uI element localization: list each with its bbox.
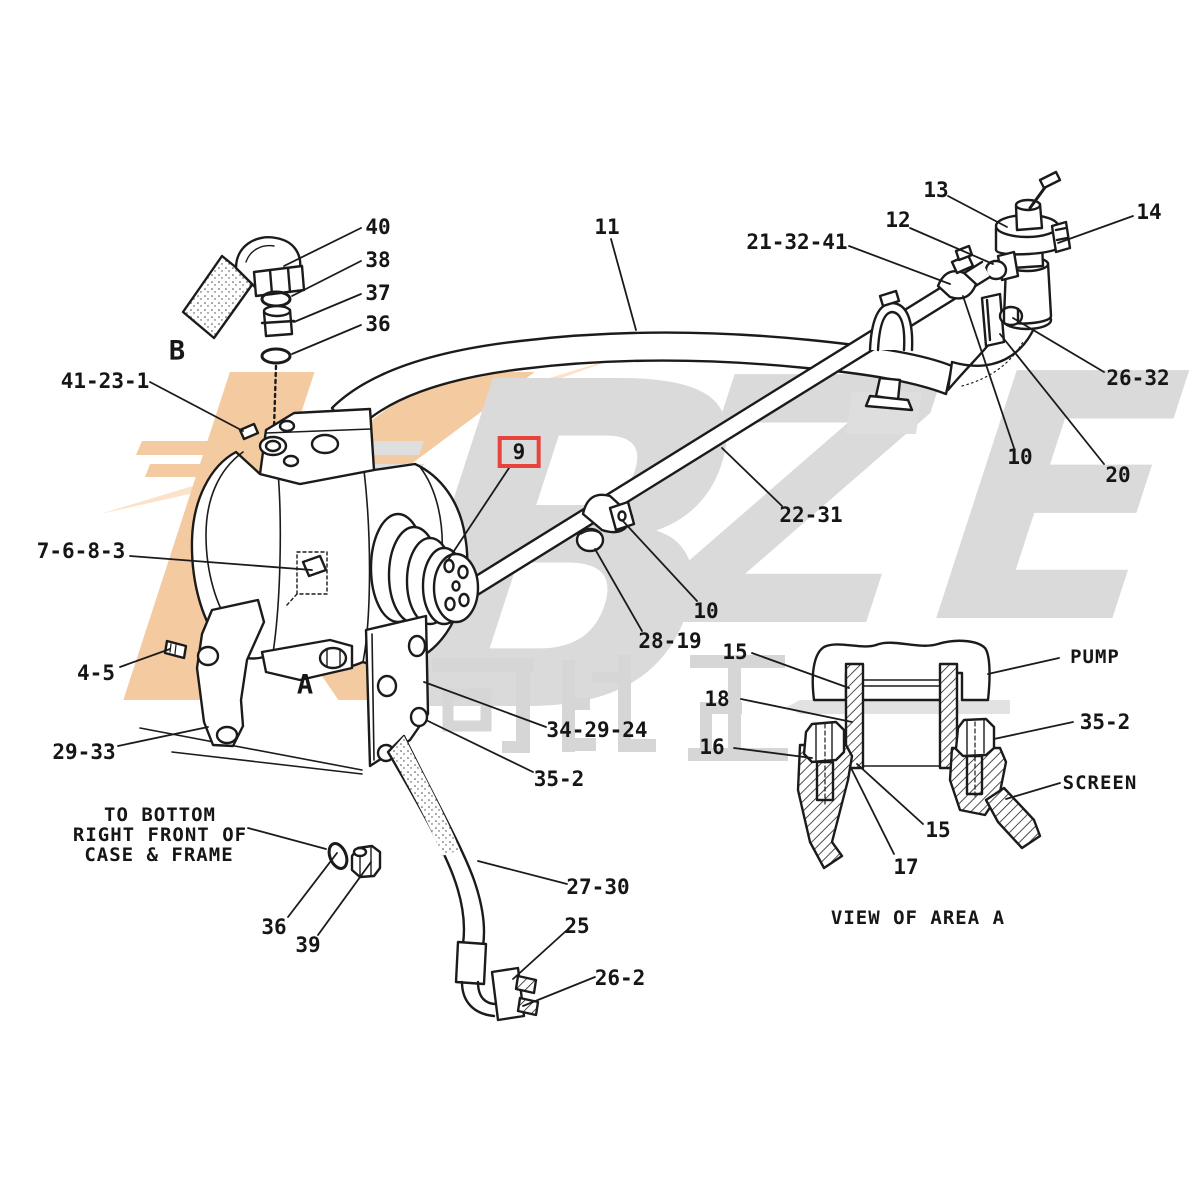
label-40: 40: [365, 215, 391, 239]
label-38: 38: [365, 248, 391, 272]
elbow-b-assembly: [181, 236, 306, 430]
label-27-30: 27-30: [566, 875, 630, 899]
a-plate: [364, 614, 430, 768]
fitting-37: [260, 304, 296, 338]
label-15-bottom: 15: [925, 818, 951, 842]
oring-36-bottom: [327, 842, 349, 870]
label-34-29-24: 34-29-24: [546, 718, 648, 742]
valve-bracket-20: [980, 292, 1024, 348]
label-10-center: 10: [693, 599, 719, 623]
screen-strip: [984, 786, 1042, 850]
label-4-5: 4-5: [77, 661, 115, 685]
valve-assembly: [980, 170, 1072, 348]
label-22-31: 22-31: [779, 503, 843, 527]
label-screen: SCREEN: [1062, 772, 1138, 794]
label-41-23-1: 41-23-1: [60, 369, 150, 393]
drive-flange: [369, 512, 480, 626]
label-37: 37: [365, 281, 391, 305]
label-21-32-41: 21-32-41: [746, 230, 848, 254]
hose-clamp: [864, 289, 914, 412]
label-29-33: 29-33: [52, 740, 116, 764]
label-17: 17: [893, 855, 919, 879]
label-view-caption: VIEW OF AREA A: [830, 907, 1006, 929]
label-10-right: 10: [1007, 445, 1033, 469]
label-39: 39: [295, 933, 321, 957]
label-35-2-inset: 35-2: [1079, 710, 1131, 734]
label-11: 11: [594, 215, 620, 239]
label-9: 9: [497, 436, 541, 468]
leader-lines: [117, 195, 1134, 1007]
label-26-32: 26-32: [1106, 366, 1170, 390]
label-note-3: CASE & FRAME: [84, 844, 234, 866]
label-ref-a: A: [296, 669, 314, 701]
label-13: 13: [923, 178, 949, 202]
label-note-1: TO BOTTOM: [104, 804, 216, 826]
valve-clamp-12: [984, 250, 1020, 282]
label-15-top: 15: [722, 640, 748, 664]
watermark-cjk: [432, 655, 788, 761]
o-ring-36: [260, 347, 292, 365]
label-pump: PUMP: [1070, 646, 1120, 668]
label-16: 16: [699, 735, 725, 759]
label-ref-b: B: [168, 335, 186, 367]
label-36-top: 36: [365, 312, 391, 336]
label-12: 12: [885, 208, 911, 232]
label-35-2: 35-2: [533, 767, 585, 791]
plug-39: [350, 844, 382, 879]
label-25: 25: [564, 914, 590, 938]
label-7-6-8-3: 7-6-8-3: [36, 539, 126, 563]
inset-view-area-a: [796, 639, 1042, 870]
label-26-2: 26-2: [594, 966, 646, 990]
hidden-stud: [285, 551, 328, 607]
left-bracket: [163, 598, 266, 748]
pump-assembly: [139, 407, 480, 775]
label-36-bottom: 36: [261, 915, 287, 939]
hose-27-30: [386, 734, 540, 1022]
pump-top-block: [238, 407, 376, 486]
artwork: [139, 170, 1072, 1022]
label-20: 20: [1105, 463, 1131, 487]
label-14: 14: [1136, 200, 1162, 224]
label-28-19: 28-19: [638, 629, 702, 653]
label-note-2: RIGHT FRONT OF: [72, 824, 248, 846]
label-18: 18: [704, 687, 730, 711]
